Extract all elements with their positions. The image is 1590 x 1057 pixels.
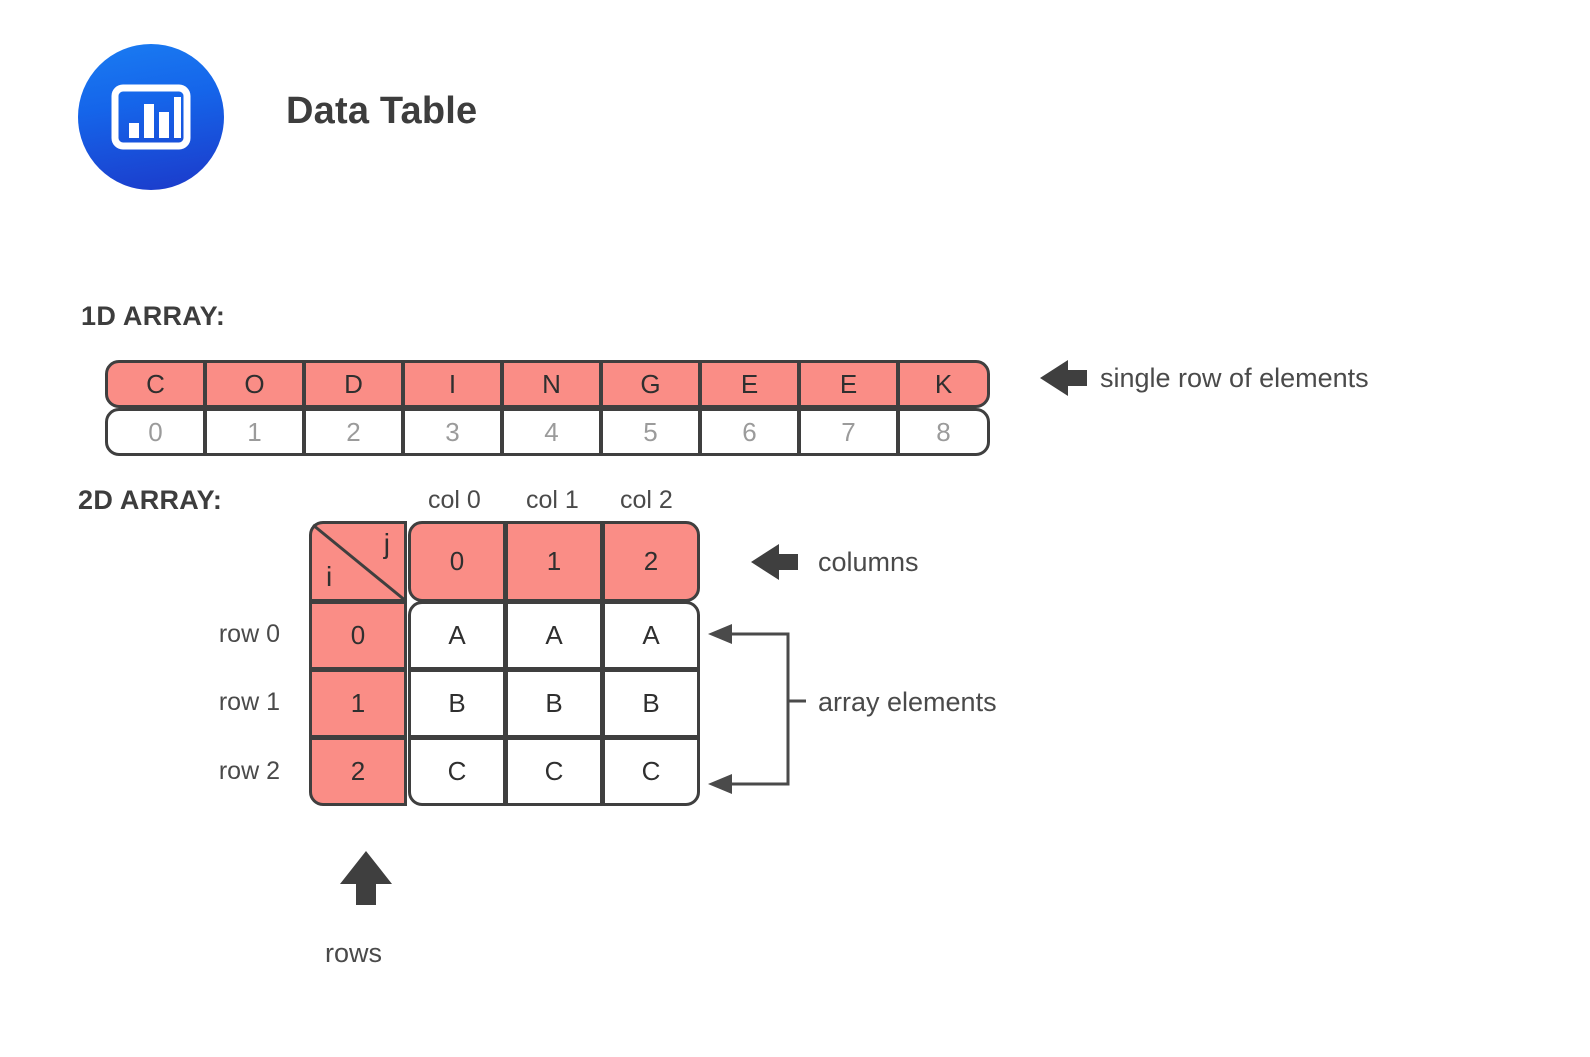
col-caption-0: col 0 bbox=[428, 486, 481, 514]
axis-corner-cell: j i bbox=[309, 521, 407, 602]
arrow-left-icon bbox=[751, 544, 798, 580]
col-caption-2: col 2 bbox=[620, 486, 673, 514]
array1d-value-cell: E bbox=[699, 360, 800, 408]
array2d-cell: A bbox=[505, 601, 603, 670]
arrow-up-icon bbox=[340, 851, 392, 905]
brace-arrowheads bbox=[708, 624, 732, 794]
array1d-index-cell: 7 bbox=[798, 408, 899, 456]
annotation-single-row: single row of elements bbox=[1100, 363, 1369, 393]
bar-chart-icon bbox=[78, 44, 224, 190]
axis-label-j: j bbox=[383, 528, 390, 559]
array1d-value-cell: O bbox=[204, 360, 305, 408]
row-header-cell: 0 bbox=[309, 601, 407, 670]
array2d-cell: B bbox=[602, 669, 700, 738]
array1d-index-cell: 8 bbox=[897, 408, 990, 456]
array1d-value-cell: E bbox=[798, 360, 899, 408]
array2d-cell: C bbox=[505, 737, 603, 806]
col-header-cell: 1 bbox=[505, 521, 603, 602]
axis-label-i: i bbox=[326, 561, 333, 592]
row-header-cell: 2 bbox=[309, 737, 407, 806]
page-title: Data Table bbox=[286, 90, 478, 132]
array1d-index-cell: 4 bbox=[501, 408, 602, 456]
array1d-value-cell: K bbox=[897, 360, 990, 408]
annotation-array-elements: array elements bbox=[818, 687, 997, 717]
array2d-cell: B bbox=[505, 669, 603, 738]
array1d-index-cell: 1 bbox=[204, 408, 305, 456]
array1d-value-cell: C bbox=[105, 360, 206, 408]
col-header-cell: 2 bbox=[602, 521, 700, 602]
array2d-cell: C bbox=[408, 737, 506, 806]
array1d-index-cell: 6 bbox=[699, 408, 800, 456]
array1d-index-cell: 0 bbox=[105, 408, 206, 456]
array1d-value-cell: I bbox=[402, 360, 503, 408]
array2d-cell: A bbox=[408, 601, 506, 670]
annotation-rows: rows bbox=[325, 938, 383, 968]
row-header-cell: 1 bbox=[309, 669, 407, 738]
arrow-left-icon bbox=[1040, 360, 1087, 396]
row-label-1: row 1 bbox=[218, 688, 280, 716]
brace-bracket-icon bbox=[727, 632, 806, 786]
annotation-columns: columns bbox=[818, 547, 919, 577]
col-caption-1: col 1 bbox=[526, 486, 579, 514]
row-label-0: row 0 bbox=[218, 620, 280, 648]
array1d-index-cell: 2 bbox=[303, 408, 404, 456]
array1d-index-cell: 5 bbox=[600, 408, 701, 456]
array2d-cell: C bbox=[602, 737, 700, 806]
array1d-value-cell: D bbox=[303, 360, 404, 408]
section-label-2d: 2D ARRAY: bbox=[78, 485, 223, 515]
col-header-cell: 0 bbox=[408, 521, 506, 602]
array1d-index-cell: 3 bbox=[402, 408, 503, 456]
array1d-value-cell: N bbox=[501, 360, 602, 408]
row-label-2: row 2 bbox=[218, 757, 280, 785]
array2d-cell: A bbox=[602, 601, 700, 670]
section-label-1d: 1D ARRAY: bbox=[81, 301, 226, 331]
array2d-cell: B bbox=[408, 669, 506, 738]
array1d-value-cell: G bbox=[600, 360, 701, 408]
